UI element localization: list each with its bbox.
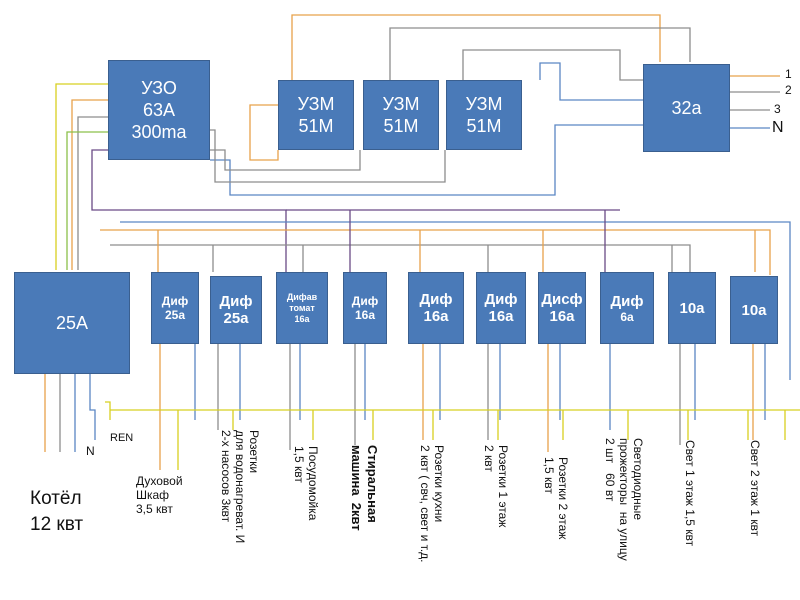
breaker-1-type: Диф xyxy=(161,294,189,308)
load-water-heater-label: Розетки для водонагреват. И 2-х насосов … xyxy=(219,430,261,544)
breaker-dif-16a-floor2-sockets: Дисф 16а xyxy=(538,272,586,344)
breaker-dif-6a-floodlights: Диф 6а xyxy=(600,272,654,344)
main-breaker-32a: 32а xyxy=(643,64,730,152)
breaker-5-type: Диф xyxy=(419,291,453,308)
breaker-4-rating: 16а xyxy=(354,308,376,322)
breaker-25a-boiler: 25A xyxy=(14,272,130,374)
breaker-7-rating: 16а xyxy=(549,308,575,325)
breaker-dif-25a-oven: Диф 25а xyxy=(151,272,199,344)
breaker-10a-floor2-light: 10а xyxy=(730,276,778,344)
input-terminal-n: N xyxy=(772,119,784,136)
breaker-dif-16a-floor1-sockets: Диф 16а xyxy=(476,272,526,344)
breaker-10a-floor1-light: 10а xyxy=(668,272,716,344)
breaker-2-rating: 25а xyxy=(223,310,249,327)
breaker-6-rating: 16а xyxy=(488,308,514,325)
uzm-1-model: 51М xyxy=(298,116,334,136)
rcd-line-3: 300ma xyxy=(131,122,187,142)
uzm-block-3: УЗМ 51М xyxy=(446,80,522,150)
breaker-1-rating: 25а xyxy=(164,308,186,322)
breaker-7-type: Дисф xyxy=(541,291,583,308)
breaker-8-type: Диф xyxy=(610,292,644,310)
uzm-3-model: 51М xyxy=(466,116,502,136)
breaker-0-label: 25A xyxy=(55,313,89,333)
neutral-bus-label: N xyxy=(86,444,95,458)
input-terminal-2: 2 xyxy=(785,83,792,97)
rcd-63a-block: УЗО 63A 300ma xyxy=(108,60,210,160)
breaker-3-type-a: Дифав xyxy=(286,291,318,302)
breaker-5-rating: 16а xyxy=(423,308,449,325)
load-floodlights-label: Светодиодные прожекторы на улицу 2 шт 60… xyxy=(603,438,645,561)
breaker-2-type: Диф xyxy=(219,293,253,310)
boiler-label: Котёл 12 квт xyxy=(30,488,84,535)
breaker-8-rating: 6а xyxy=(620,309,634,324)
input-terminal-1: 1 xyxy=(785,67,792,81)
uzm-block-1: УЗМ 51М xyxy=(278,80,354,150)
load-kitchen-sockets-label: Розетки кухни 2 квт ( свч, свет и т.д. xyxy=(418,445,446,563)
breaker-10-label: 10а xyxy=(741,301,767,319)
breaker-4-type: Диф xyxy=(351,294,379,308)
breaker-difavtomat-16a-dishwasher: Дифав томат 16а xyxy=(276,272,328,344)
load-oven-label: Духовой Шкаф 3,5 квт xyxy=(136,474,183,516)
load-dishwasher-label: Посудомойка 1,5 квт xyxy=(292,446,320,521)
breaker-dif-16a-washer: Диф 16а xyxy=(343,272,387,344)
uzm-2-model: 51М xyxy=(383,116,419,136)
load-floor1-light-label: Свет 1 этаж 1,5 квт xyxy=(683,440,697,547)
load-washer-label: Стиральная машина 2квт xyxy=(349,445,380,531)
load-floor2-sockets-label: Розетки 2 этаж 1,5 квт xyxy=(542,457,570,540)
breaker-dif-16a-kitchen: Диф 16а xyxy=(408,272,464,344)
uzm-3-name: УЗМ xyxy=(465,94,503,114)
main-breaker-label: 32а xyxy=(671,98,702,118)
load-floor2-light-label: Свет 2 этаж 1 квт xyxy=(748,440,762,537)
breaker-6-type: Диф xyxy=(484,291,518,308)
uzm-block-2: УЗМ 51М xyxy=(363,80,439,150)
uzm-2-name: УЗМ xyxy=(382,94,420,114)
breaker-9-label: 10а xyxy=(679,299,705,317)
load-floor1-sockets-label: Розетки 1 этаж 2 квт xyxy=(482,445,510,528)
input-terminal-3: 3 xyxy=(774,102,781,116)
breaker-dif-25a-water-heater: Диф 25а xyxy=(210,276,262,344)
pen-bus-label: REN xyxy=(110,432,134,444)
uzm-1-name: УЗМ xyxy=(297,94,335,114)
rcd-line-2: 63A xyxy=(142,100,176,120)
breaker-3-rating: 16а xyxy=(294,313,310,324)
rcd-line-1: УЗО xyxy=(141,78,177,98)
breaker-3-type-b: томат xyxy=(289,302,315,313)
